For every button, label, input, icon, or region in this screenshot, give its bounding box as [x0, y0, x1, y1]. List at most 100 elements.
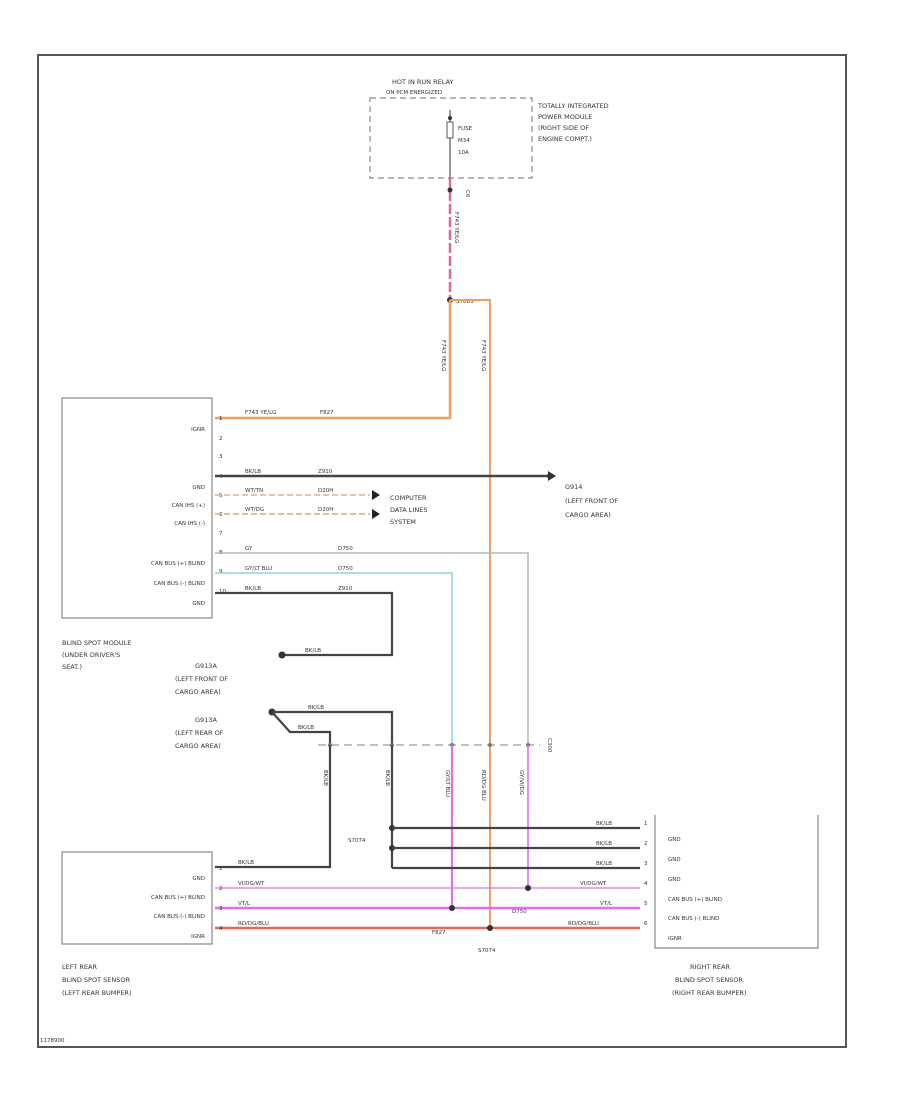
computer-data-1: COMPUTER [390, 494, 427, 502]
g913a-desc-1: (LEFT FRONT OF [175, 675, 228, 683]
g913b-wire-bottom: BK/LB [298, 725, 314, 731]
ls-pin-name-1: GND [192, 876, 205, 882]
fuse-icon [446, 121, 454, 139]
splice-top-label: S7003 [456, 299, 474, 305]
wire-label-right: F743 YE/LG [480, 340, 486, 371]
gnd-wire-pin10: BK/LB Z910 BK/LB [215, 586, 394, 659]
g913a-wire: BK/LB [305, 648, 321, 654]
bsm-wire-8: GY [245, 546, 253, 552]
rs-label-1: RIGHT REAR [690, 963, 730, 971]
bsm-wire-5: WT/TN [245, 488, 263, 494]
connector-c300: C300 [318, 738, 552, 753]
mid-d750a: D750 [512, 909, 527, 915]
ls-pin-num-4: 4 [219, 926, 223, 932]
can-ihs-wires: WT/TN D20H WT/DG D20H [215, 488, 380, 519]
fuse-text-3: 10A [458, 150, 469, 156]
bsm-pin-num-5: 5 [219, 493, 223, 499]
g913a-name: G913A [195, 662, 217, 670]
right-rear-sensor: GND GND GND CAN BUS (+) BLIND CAN BUS (-… [568, 815, 819, 997]
rs-pin-name-3: GND [668, 877, 681, 883]
left-rear-sensor: GND CAN BUS (+) BLIND CAN BUS (-) BLIND … [61, 851, 269, 997]
bsm-label-2: (UNDER DRIVER'S [62, 651, 120, 659]
rs-wire-3: BK/LB [596, 861, 612, 867]
fuse-block: HOT IN RUN RELAY ON PCM ENERGIZED FUSE M… [369, 78, 609, 198]
rs-pin-num-4: 4 [644, 881, 648, 887]
computer-data-3: SYSTEM [390, 518, 416, 526]
rs-label-2: BLIND SPOT SENSOR [675, 976, 743, 984]
bsm-wire-4: BK/LB [245, 469, 261, 475]
vwire-c1: BK/LB [322, 770, 328, 786]
bsm-wire-1: F743 YE/LG [245, 410, 276, 416]
bsm-pin-name-4: GND [192, 485, 205, 491]
ls-pin-name-2: CAN BUS (+) BLIND [151, 895, 205, 901]
bsm-circuit-10: Z910 [338, 586, 353, 592]
bsm-pin-name-8: CAN BUS (+) BLIND [151, 561, 205, 567]
g913a-desc-2: CARGO AREA) [175, 688, 221, 696]
rs-pin-num-2: 2 [644, 841, 648, 847]
bsm-circuit-8: D750 [338, 546, 353, 552]
connector-label: C300 [546, 738, 552, 753]
bsm-circuit-5: D20H [318, 488, 333, 494]
power-feed-wire: F743 YE/LG S7003 F743 YE/LG F743 YE/LG [215, 178, 491, 928]
rs-wire-2: BK/LB [596, 841, 612, 847]
rs-pin-name-4: CAN BUS (+) BLIND [668, 897, 722, 903]
bsm-wire-6: WT/DG [245, 507, 264, 513]
bsm-circuit-4: Z910 [318, 469, 333, 475]
bsm-wire-10: BK/LB [245, 586, 261, 592]
bsm-circuit-1: F827 [320, 410, 334, 416]
g913b-desc-1: (LEFT REAR OF [175, 729, 224, 737]
bsm-pin-name-1: IGNR [191, 427, 205, 433]
g914-desc-2: CARGO AREA) [565, 511, 611, 519]
ls-pin-name-4: IGNR [191, 934, 205, 940]
bsm-pin-name-5: CAN IHS (+) [172, 503, 205, 509]
ls-wire-4: RD/DG/BLU [238, 921, 269, 927]
sensor-can-wires: D750 F827 S7074 [215, 885, 640, 954]
bsm-pin-num-1: 1 [219, 416, 223, 422]
ls-pin-num-2: 2 [219, 886, 223, 892]
vwire-c2: BK/LB [384, 770, 390, 786]
rs-wire-6: RD/DG/BLU [568, 921, 599, 927]
ls-wire-2: VI/DG/WT [238, 881, 265, 887]
can-bus-plus-wire: GY D750 [215, 546, 529, 745]
g914-name: G914 [565, 483, 582, 491]
rs-wire-5: VT/L [600, 901, 613, 907]
rs-wire-4: VI/DG/WT [580, 881, 607, 887]
g914-desc-1: (LEFT FRONT OF [565, 497, 618, 505]
ls-label-2: BLIND SPOT SENSOR [62, 976, 130, 984]
ls-wire-1: BK/LB [238, 860, 254, 866]
can-bus-minus-wire: GY/LT BLU D750 [215, 566, 453, 745]
bsm-pin-num-6: 6 [219, 512, 223, 518]
rs-pin-name-1: GND [668, 837, 681, 843]
rs-pin-name-2: GND [668, 857, 681, 863]
ls-label-3: (LEFT REAR BUMPER) [62, 989, 131, 997]
computer-data-2: DATA LINES [390, 506, 427, 514]
ls-label-1: LEFT REAR [62, 963, 97, 971]
bsm-pin-name-10: GND [192, 601, 205, 607]
rs-pin-num-6: 6 [644, 921, 648, 927]
g913b-desc-2: CARGO AREA) [175, 742, 221, 750]
rs-label-3: (RIGHT REAR BUMPER) [672, 989, 747, 997]
rs-pin-num-5: 5 [644, 901, 648, 907]
splice-gnd-label: S7074 [348, 838, 366, 844]
rs-pin-num-3: 3 [644, 861, 648, 867]
gnd-wire-g914: BK/LB Z910 [215, 469, 556, 481]
wire-label-top: F743 YE/LG [453, 212, 459, 243]
bsm-circuit-6: D20H [318, 507, 333, 513]
fuse-text-1: FUSE [458, 126, 473, 132]
rs-wire-1: BK/LB [596, 821, 612, 827]
vwire-c4: RD/DG BLU [480, 770, 486, 801]
ls-wire-3: VT/L [238, 901, 251, 907]
mid-f827: F827 [432, 930, 446, 936]
diagram-frame [37, 54, 847, 1048]
vwire-c3: GY/LT BLU [444, 770, 450, 797]
bsm-pin-num-2: 2 [219, 436, 223, 442]
ls-pin-num-3: 3 [219, 906, 223, 912]
fuse-module-label-2: POWER MODULE [538, 113, 592, 121]
fuse-module-label-3: (RIGHT SIDE OF [538, 124, 589, 132]
rs-pin-name-6: IGNR [668, 936, 682, 942]
rs-pin-num-1: 1 [644, 821, 648, 827]
fuse-text-2: M34 [458, 138, 470, 144]
g913b-name: G913A [195, 716, 217, 724]
bsm-circuit-9: D750 [338, 566, 353, 572]
